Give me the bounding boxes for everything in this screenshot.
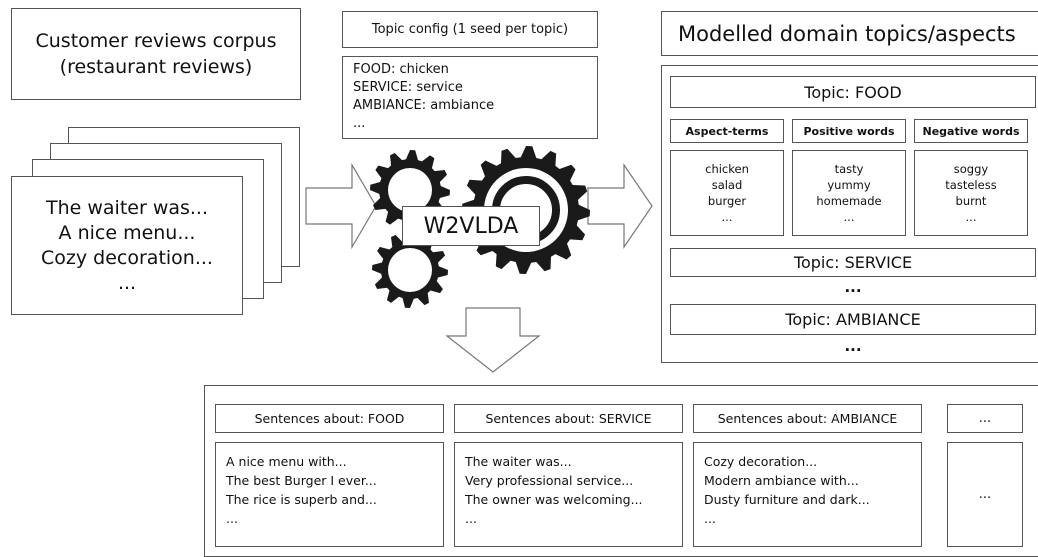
sentence-group-title: Sentences about: FOOD (215, 404, 444, 433)
column-header: Aspect-terms (670, 119, 784, 143)
sentence-line: ... (704, 511, 716, 526)
topic-ambiance-title: Topic: AMBIANCE (670, 304, 1036, 335)
sentence-group-title: Sentences about: SERVICE (454, 404, 683, 433)
word: ... (843, 210, 855, 224)
sentence-group-body: Cozy decoration... Modern ambiance with..… (693, 442, 922, 547)
doc-line: ... (117, 271, 137, 294)
word: tasty (834, 162, 864, 176)
seed-line: AMBIANCE: ambiance (353, 98, 495, 113)
word: salad (711, 178, 743, 192)
topic-service-title: Topic: SERVICE (670, 248, 1036, 277)
topic-food-title-text: Topic: FOOD (804, 82, 902, 102)
sentence-group-title-text: Sentences about: SERVICE (485, 411, 652, 426)
sentence-line: Cozy decoration... (704, 454, 818, 469)
service-ellipsis-text: ... (844, 278, 862, 296)
sentence-group-body: A nice menu with... The best Burger I eve… (215, 442, 444, 547)
seed-line: SERVICE: service (353, 80, 463, 95)
word: ... (721, 210, 733, 224)
doc-line: Cozy decoration... (41, 246, 213, 269)
ambiance-ellipsis: ... (670, 336, 1036, 356)
topic-config-title-box: Topic config (1 seed per topic) (342, 11, 598, 48)
doc-line: A nice menu... (58, 221, 196, 244)
sentence-group-body: The waiter was... Very professional servi… (454, 442, 683, 547)
modelled-title-box: Modelled domain topics/aspects (661, 11, 1038, 56)
engine-label: W2VLDA (423, 213, 519, 239)
sentence-line: ... (226, 511, 238, 526)
seed-line: FOOD: chicken (353, 62, 449, 77)
doc-lines: The waiter was...A nice menu...Cozy deco… (12, 177, 242, 314)
ambiance-ellipsis-text: ... (844, 337, 862, 355)
corpus-title-line2: (restaurant reviews) (59, 56, 253, 78)
sentence-line: The owner was welcoming... (465, 492, 643, 507)
word: ... (965, 210, 977, 224)
sentences-extra-body-text: ... (978, 487, 992, 502)
topic-service-title-text: Topic: SERVICE (793, 253, 913, 272)
sentence-line: Very professional service... (465, 473, 634, 488)
corpus-title-line1: Customer reviews corpus (35, 30, 277, 52)
sentences-extra-body: ... (947, 442, 1023, 547)
topic-food-title: Topic: FOOD (670, 76, 1036, 108)
modelled-title: Modelled domain topics/aspects (678, 21, 1016, 46)
doc-stack-front: The waiter was...A nice menu...Cozy deco… (11, 176, 243, 315)
word: homemade (816, 194, 882, 208)
word: burnt (955, 194, 987, 208)
arrow-right-corpus (305, 162, 377, 250)
doc-line: The waiter was... (45, 196, 209, 219)
sentence-group-title-text: Sentences about: AMBIANCE (717, 411, 898, 426)
column-header-text: Negative words (922, 124, 1020, 138)
arrow-down-sentences (445, 307, 541, 373)
word: tasteless (945, 178, 997, 192)
column-words: tasty yummy homemade... (792, 150, 906, 236)
sentence-line: Modern ambiance with... (704, 473, 859, 488)
word: burger (707, 194, 747, 208)
sentence-line: The waiter was... (465, 454, 572, 469)
sentence-group-title: Sentences about: AMBIANCE (693, 404, 922, 433)
sentence-group-title-text: Sentences about: FOOD (254, 411, 405, 426)
gear-bottom-left-icon (372, 232, 448, 308)
column-header: Negative words (914, 119, 1028, 143)
sentences-extra-title-text: ... (978, 411, 992, 426)
word: soggy (953, 162, 989, 176)
sentence-line: Dusty furniture and dark... (704, 492, 870, 507)
arrow-right-modelled (587, 163, 653, 249)
sentence-line: A nice menu with... (226, 454, 347, 469)
topic-config-title: Topic config (1 seed per topic) (371, 22, 569, 37)
modelled-panel: Topic: FOOD Aspect-terms chicken salad burg… (661, 65, 1038, 363)
sentence-line: The best Burger I ever... (226, 473, 377, 488)
column-header-text: Aspect-terms (685, 124, 769, 138)
sentences-extra-title: ... (947, 404, 1023, 433)
sentence-line: ... (465, 511, 477, 526)
service-ellipsis: ... (670, 277, 1036, 297)
column-words: soggy tasteless burnt... (914, 150, 1028, 236)
sentence-line: The rice is superb and... (226, 492, 377, 507)
sentences-panel: Sentences about: FOOD A nice menu with...… (204, 385, 1038, 557)
column-words: chicken salad burger... (670, 150, 784, 236)
engine-label-box: W2VLDA (402, 206, 540, 246)
seed-line: ... (353, 116, 366, 131)
column-header-text: Positive words (803, 124, 895, 138)
word: chicken (705, 162, 749, 176)
word: yummy (827, 178, 871, 192)
topic-ambiance-title-text: Topic: AMBIANCE (785, 310, 921, 329)
column-header: Positive words (792, 119, 906, 143)
corpus-title-box: Customer reviews corpus (restaurant revi… (11, 8, 301, 100)
